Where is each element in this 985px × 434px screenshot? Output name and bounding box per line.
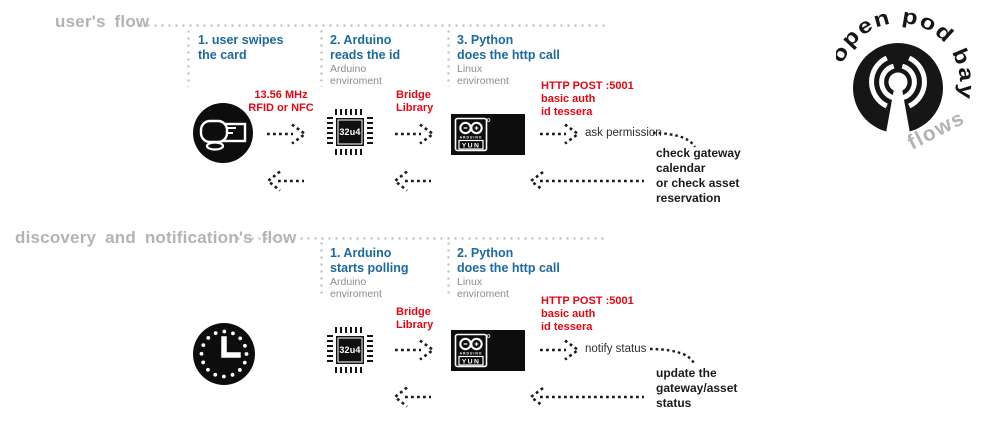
user-flow-title: user's flow <box>55 12 150 31</box>
label-http-post: HTTP POST :5001 basic auth id tessera <box>541 80 634 118</box>
arrow-right-dashed <box>537 338 581 367</box>
step-title-arduino-reads: 2. Arduino reads the id <box>330 33 401 62</box>
yun-brand-text: ARDUINO <box>460 352 483 356</box>
hand-card-icon <box>193 103 253 168</box>
chip-label: 32u4 <box>336 118 364 146</box>
chip-label: 32u4 <box>336 336 364 364</box>
chip-pins <box>335 327 365 333</box>
dotted-line-vertical <box>320 242 323 298</box>
arrow-left-long-dashed <box>528 169 646 198</box>
arrow-right-dashed <box>392 122 436 151</box>
yun-model-text: YUN <box>462 358 481 365</box>
arrow-right-dashed <box>264 122 308 151</box>
chip-icon: 32u4 <box>325 325 375 375</box>
label-update-status: update the gateway/asset status <box>656 366 738 410</box>
env-label-linux: Linux enviroment <box>457 63 509 87</box>
env-label-linux: Linux enviroment <box>457 276 509 300</box>
arrow-left-long-dashed <box>528 385 646 414</box>
arrow-left-dashed <box>392 385 434 414</box>
chip-pins <box>327 117 333 147</box>
chip-pins <box>367 117 373 147</box>
clock-icon <box>193 323 255 390</box>
step-title-python-http: 2. Python does the http call <box>457 246 560 275</box>
arrow-right-dashed <box>392 338 436 367</box>
env-label-arduino: Arduino enviroment <box>330 276 382 300</box>
arduino-yun-icon: ARDUINO YUN <box>451 114 525 160</box>
chip-pins <box>327 335 333 365</box>
dotted-line-horizontal <box>237 237 606 240</box>
chip-pins <box>335 149 365 155</box>
dotted-line-vertical <box>447 242 450 298</box>
step-title-user-swipes: 1. user swipes the card <box>198 33 284 62</box>
label-check-asset: or check asset reservation <box>656 176 740 205</box>
chip-pins <box>367 335 373 365</box>
discovery-flow-title: discovery and notification's flow <box>15 228 297 247</box>
arrow-right-dashed <box>537 122 581 151</box>
dotted-line-horizontal <box>140 24 606 27</box>
dotted-line-vertical <box>320 30 323 87</box>
label-bridge-library: Bridge Library <box>396 306 434 331</box>
open-pod-bay-logo: open pod bay flows <box>826 5 984 173</box>
yun-model-text: YUN <box>462 142 481 149</box>
arduino-yun-icon: ARDUINO YUN <box>451 330 525 376</box>
yun-brand-text: ARDUINO <box>460 136 483 140</box>
step-title-python-http: 3. Python does the http call <box>457 33 560 62</box>
chip-pins <box>335 367 365 373</box>
chip-pins <box>335 109 365 115</box>
chip-icon: 32u4 <box>325 107 375 157</box>
arrow-left-dashed <box>265 169 307 198</box>
label-check-gateway: check gateway calendar <box>656 146 741 175</box>
label-http-post: HTTP POST :5001 basic auth id tessera <box>541 295 634 333</box>
step-title-arduino-polling: 1. Arduino starts polling <box>330 246 409 275</box>
dotted-line-vertical <box>447 30 450 87</box>
label-rfid-protocol: 13.56 MHz RFID or NFC <box>248 89 314 114</box>
label-bridge-library: Bridge Library <box>396 89 434 114</box>
arrow-left-dashed <box>392 169 434 198</box>
env-label-arduino: Arduino enviroment <box>330 63 382 87</box>
label-notify-status: notify status <box>585 343 647 355</box>
dotted-line-vertical <box>187 30 190 87</box>
label-ask-permission: ask permission <box>585 127 662 139</box>
